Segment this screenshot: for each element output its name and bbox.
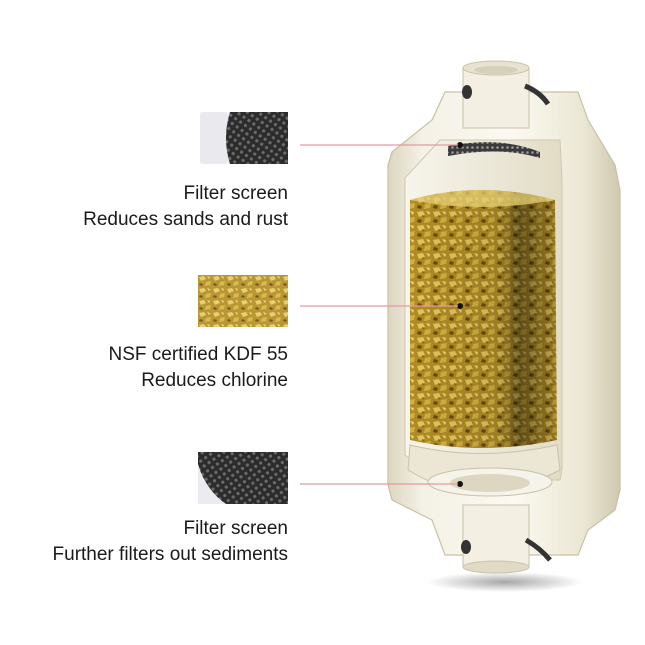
top-filter-screen	[448, 142, 540, 158]
top-screen-thumbnail	[200, 112, 288, 164]
top-outlet	[462, 60, 551, 129]
bottom-screen-description: Further filters out sediments	[52, 544, 288, 565]
kdf-thumbnail	[198, 275, 288, 327]
bottom-screen-label: Filter screen Further filters out sedime…	[53, 516, 288, 568]
kdf-granules-icon	[198, 275, 288, 327]
top-screen-title: Filter screen	[183, 183, 288, 204]
mesh-screen-icon	[200, 112, 288, 164]
leader-lines	[300, 144, 458, 485]
bottom-screen-thumbnail	[198, 452, 288, 504]
kdf-description: Reduces chlorine	[141, 370, 288, 391]
mesh-screen-icon	[198, 452, 288, 504]
ground-shadow	[427, 572, 583, 592]
bottom-filter-screen	[457, 481, 463, 487]
bottom-screen-title: Filter screen	[183, 518, 288, 539]
kdf-title: NSF certified KDF 55	[108, 344, 289, 365]
kdf-media	[410, 190, 557, 448]
top-screen-description: Reduces sands and rust	[83, 209, 288, 230]
kdf-label: NSF certified KDF 55 Reduces chlorine	[109, 342, 289, 394]
top-screen-label: Filter screen Reduces sands and rust	[83, 181, 288, 233]
bottom-seat	[407, 444, 561, 497]
bottom-outlet	[461, 504, 552, 574]
